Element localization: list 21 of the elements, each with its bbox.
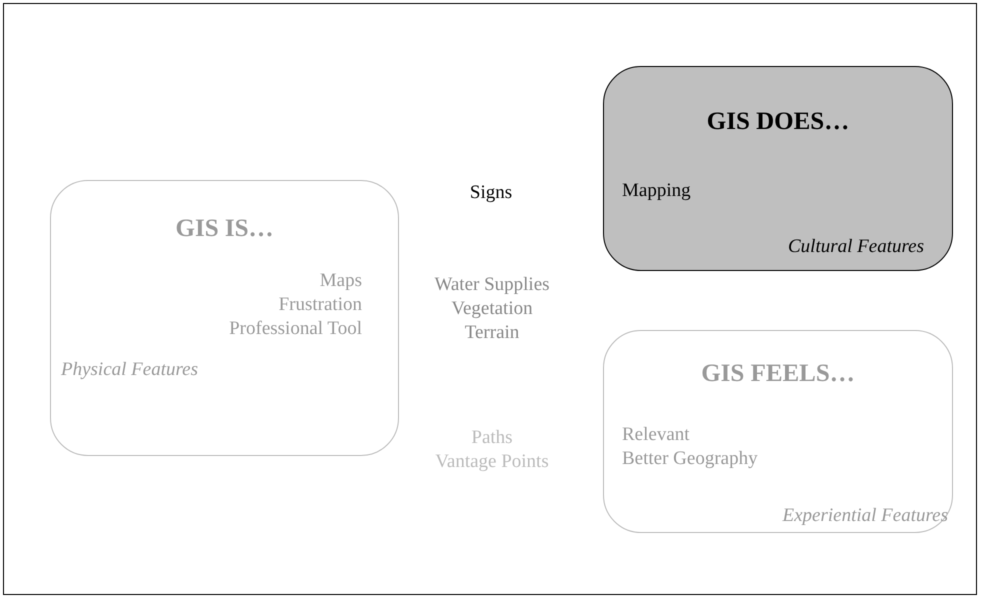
category-label: Physical Features xyxy=(61,358,198,382)
rounded-box xyxy=(603,330,953,533)
list-item: Better Geography xyxy=(622,447,758,471)
category-label: Experiential Features xyxy=(782,504,948,528)
box-title: GIS FEELS… xyxy=(701,359,855,389)
term-label: Water Supplies xyxy=(434,273,550,297)
box-title: GIS DOES… xyxy=(706,107,850,137)
category-label: Cultural Features xyxy=(788,235,924,259)
rounded-box xyxy=(603,66,953,271)
term-label: Terrain xyxy=(464,321,520,345)
rounded-box xyxy=(50,180,399,456)
box-title: GIS IS… xyxy=(176,214,274,244)
term-label: Signs xyxy=(470,181,512,205)
list-item: Professional Tool xyxy=(229,317,362,341)
list-item: Maps xyxy=(320,269,362,293)
term-label: Paths xyxy=(471,426,513,450)
list-item: Mapping xyxy=(622,179,691,203)
list-item: Frustration xyxy=(278,293,362,317)
list-item: Relevant xyxy=(622,423,690,447)
term-label: Vegetation xyxy=(451,297,533,321)
term-label: Vantage Points xyxy=(435,450,549,474)
